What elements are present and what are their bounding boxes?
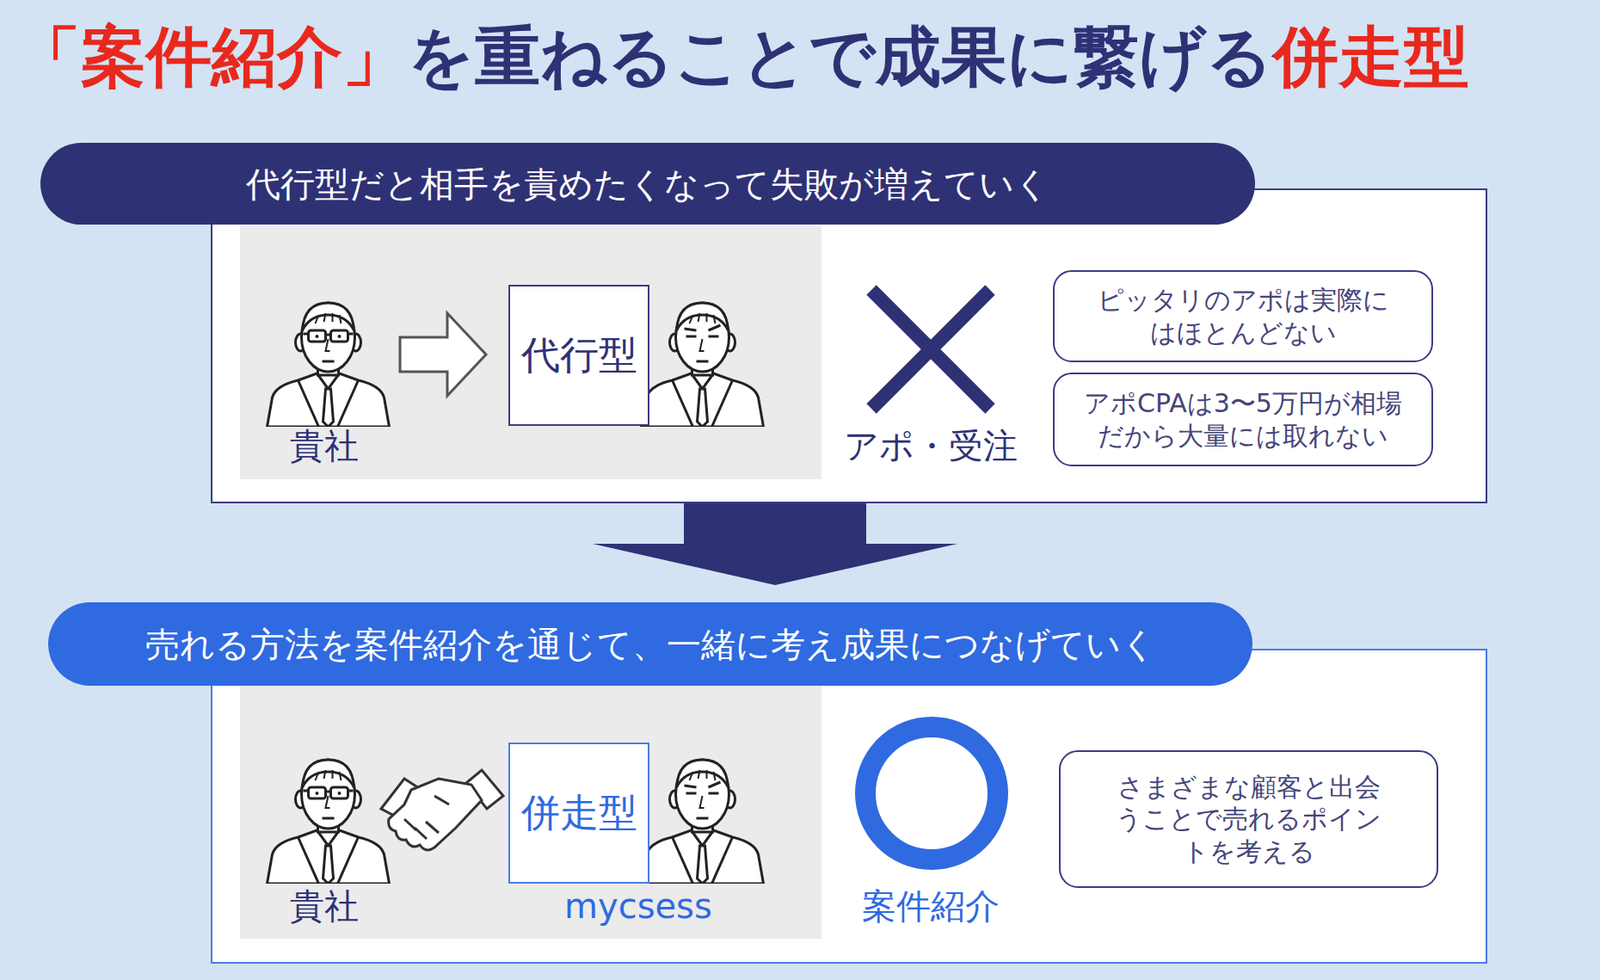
grey-area <box>240 226 822 480</box>
note-text: ピッタリのアポは実際にはほとんどない <box>1087 283 1399 349</box>
note-text: さまざまな顧客と出会うことで売れるポイントを考える <box>1107 770 1390 868</box>
panel: 売れる方法を案件紹介を通じて、一緒に考え成果につなげていく併走型 さまざまな顧客と… <box>48 602 1488 964</box>
note-text: アポCPAは3〜5万円が相場だから大量には取れない <box>1071 387 1415 452</box>
note-box: さまざまな顧客と出会うことで売れるポイントを考える <box>1058 750 1439 888</box>
partner-person <box>641 759 764 884</box>
glasses <box>303 330 354 342</box>
panel-ground <box>210 648 1488 964</box>
client-person <box>267 759 390 884</box>
glasses <box>303 787 354 799</box>
handshake-icon <box>381 769 504 850</box>
agent-person <box>641 302 764 427</box>
cross-mark <box>871 289 991 409</box>
box-label: 併走型 <box>521 788 638 837</box>
note-box: ピッタリのアポは実際にはほとんどない <box>1052 270 1434 363</box>
client-person <box>267 302 390 427</box>
result-label: アポ・受注 <box>843 424 1018 467</box>
company-label: 貴社 <box>289 885 359 927</box>
panel-ground <box>210 188 1488 504</box>
face <box>684 325 721 337</box>
face <box>684 781 721 794</box>
circle-mark <box>865 726 998 860</box>
label-box: 代行型 <box>508 284 650 426</box>
outline-arrow <box>400 313 487 396</box>
result-label: 案件紹介 <box>861 885 1000 927</box>
header-pill: 売れる方法を案件紹介を通じて、一緒に考え成果につなげていく <box>48 602 1253 686</box>
header-pill: 代行型だと相手を責めたくなって失敗が増えていく <box>40 142 1256 225</box>
company-label: 貴社 <box>289 424 359 467</box>
label-box: 併走型 <box>508 742 650 884</box>
flow-arrow <box>592 502 958 585</box>
box-label: 代行型 <box>521 331 638 380</box>
panel: 代行型だと相手を責めたくなって失敗が増えていく代行型 ピッタリのアポは実際にはほと… <box>40 142 1488 504</box>
title: 「案件紹介」を重ねることで成果に繋げる併走型 <box>15 17 1470 96</box>
grey-area <box>240 685 822 939</box>
brand-label: mycsess <box>564 885 713 927</box>
note-box: アポCPAは3〜5万円が相場だから大量には取れない <box>1052 372 1434 467</box>
